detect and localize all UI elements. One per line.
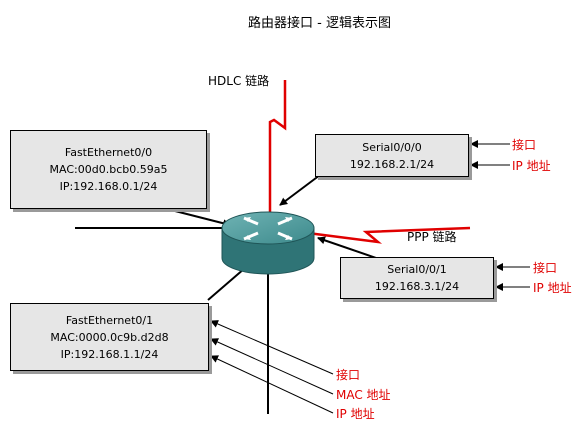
s001-ip: 192.168.3.1/24 (374, 280, 460, 293)
fa00-ip: IP:192.168.0.1/24 (59, 180, 158, 193)
fa00-interface-box: FastEthernet0/0 MAC:00d0.bcb0.59a5 IP:19… (10, 130, 207, 209)
fa01-ip: IP:192.168.1.1/24 (60, 347, 159, 361)
arrow-s000-to-router (279, 174, 321, 206)
fa01-ip-callout: IP 地址 (336, 407, 375, 421)
s000-interface-callout: 接口 (512, 138, 537, 152)
callout-arrow-fa01-interface (210, 320, 334, 375)
s000-ip-callout: IP 地址 (512, 159, 551, 173)
s000-name: Serial0/0/0 (362, 140, 422, 154)
s001-ip-callout: IP 地址 (533, 281, 572, 295)
ppp-link-label: PPP 链路 (407, 230, 457, 244)
s001-name: Serial0/0/1 (387, 263, 447, 276)
fa01-mac-callout: MAC 地址 (336, 388, 391, 402)
hdlc-link-label: HDLC 链路 (208, 74, 270, 88)
s000-ip: 192.168.2.1/24 (349, 157, 435, 171)
diagram-title: 路由器接口 - 逻辑表示图 (248, 16, 391, 31)
fa01-name: FastEthernet0/1 (65, 313, 154, 327)
router-icon (221, 211, 315, 275)
s000-interface-box: Serial0/0/0 192.168.2.1/24 (315, 134, 469, 177)
callout-arrow-fa01-ip (210, 355, 334, 414)
arrow-fa00-to-router (174, 210, 231, 228)
fa00-mac: MAC:00d0.bcb0.59a5 (49, 163, 168, 176)
fa00-name: FastEthernet0/0 (64, 146, 153, 159)
s001-interface-box: Serial0/0/1 192.168.3.1/24 (340, 257, 494, 299)
ppp-link (299, 226, 471, 244)
hdlc-link (268, 80, 287, 212)
callout-arrow-fa01-mac (210, 338, 334, 395)
fa01-interface-box: FastEthernet0/1 MAC:0000.0c9b.d2d8 IP:19… (10, 303, 209, 371)
s001-interface-callout: 接口 (533, 261, 558, 275)
fa01-interface-callout: 接口 (336, 368, 361, 382)
arrow-s001-to-router (317, 236, 383, 261)
fa01-mac: MAC:0000.0c9b.d2d8 (50, 330, 169, 344)
